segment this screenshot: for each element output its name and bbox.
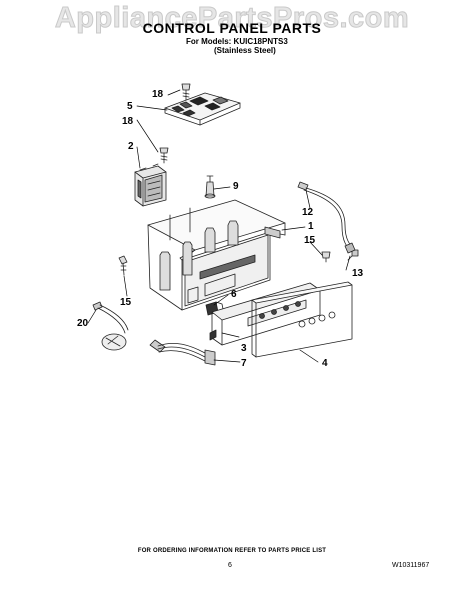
callout-15-left: 15 — [120, 297, 132, 308]
callout-4: 4 — [322, 358, 328, 369]
connector-13 — [344, 242, 356, 261]
callout-18-top: 18 — [152, 89, 164, 100]
document-number: W10311967 — [392, 562, 430, 569]
ribbon-cable-7 — [149, 339, 216, 366]
callout-2: 2 — [128, 141, 134, 152]
standoff-9 — [204, 175, 216, 199]
callout-6: 6 — [231, 289, 237, 300]
screw-18-middle — [159, 147, 169, 164]
diagram-title: CONTROL PANEL PARTS — [142, 20, 322, 36]
control-box-housing-1 — [147, 199, 286, 311]
sensor-20 — [92, 301, 129, 351]
page-number: 6 — [228, 562, 232, 569]
screw-18-top — [181, 83, 191, 101]
screw-15-right — [321, 251, 331, 263]
ordering-footer: FOR ORDERING INFORMATION REFER TO PARTS … — [137, 548, 327, 554]
callout-3: 3 — [241, 343, 247, 354]
control-board-5 — [164, 92, 241, 126]
callout-12: 12 — [302, 207, 314, 218]
callout-5: 5 — [127, 101, 133, 112]
front-panel-4 — [251, 281, 353, 358]
watermark: AppliancePartsPros.com — [54, 2, 410, 35]
callout-15-right: 15 — [304, 235, 316, 246]
callout-1: 1 — [308, 221, 314, 232]
callout-20: 20 — [77, 318, 89, 329]
callout-13: 13 — [352, 268, 364, 279]
models-line: For Models: KUIC18PNTS3 — [186, 37, 288, 46]
variant-line: (Stainless Steel) — [214, 46, 276, 55]
screw-15-left — [118, 255, 128, 276]
transformer-2 — [134, 163, 167, 207]
callout-9: 9 — [233, 181, 239, 192]
callout-7: 7 — [241, 358, 247, 369]
callout-18-middle: 18 — [122, 116, 134, 127]
